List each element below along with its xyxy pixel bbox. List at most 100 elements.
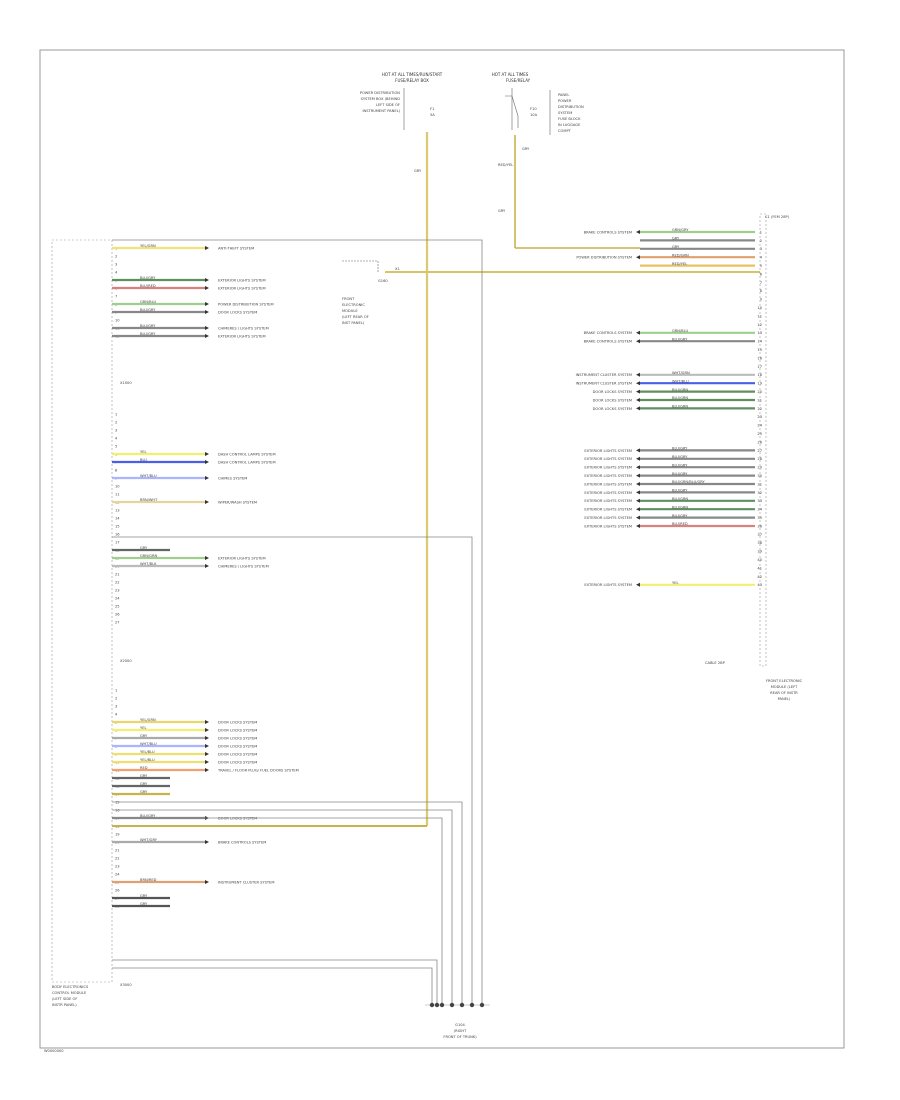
left-pin-row: 26 [115, 612, 120, 616]
right-wire-color: BLU/GRY [672, 463, 688, 467]
right-fuse-rating: 10A [530, 113, 538, 117]
left-pin-number: 21 [115, 572, 120, 576]
left-pin-row: 2 [115, 696, 117, 700]
left-wire-color: BLU/GRY [140, 324, 156, 328]
right-pin-destination: EXTERIOR LIGHTS SYSTEM [584, 466, 632, 470]
left-wire-color: YEL/BLU [140, 758, 155, 762]
left-wire-color: GRY [140, 894, 148, 898]
left-pin-row: 25 [115, 604, 120, 608]
left-wire-color: GRY [140, 790, 148, 794]
right-pin-number: 26 [757, 440, 762, 444]
left-pin-destination: EXTERIOR LIGHTS SYSTEM [218, 334, 266, 338]
top-left-label-line: LEFT SIDE OF [376, 103, 400, 107]
left-pin-row: 23 [115, 864, 120, 868]
right-module-label-line: REAR OF INSTR [770, 691, 798, 695]
left-arrow-icon [205, 760, 209, 764]
right-wire-color: GRN/GRY [672, 228, 689, 232]
right-arrow-icon [636, 389, 640, 394]
right-pin-number: 20 [757, 390, 762, 394]
right-wire-color: BLU/GRY [672, 514, 688, 518]
ground-terminal-icon [459, 1002, 465, 1008]
left-arrow-icon [205, 744, 209, 748]
right-arrow-icon [636, 515, 640, 520]
left-pin-destination: DOOR LOCKS SYSTEM [218, 752, 257, 756]
left-pin-row: 18GRY [112, 546, 170, 552]
left-pin-row: 24 [115, 596, 120, 600]
right-pin-row: 25 [757, 432, 762, 436]
top-right-feed-label: RED/YEL [498, 163, 513, 167]
left-arrow-icon [205, 278, 209, 282]
left-pin-row: 13 [115, 508, 120, 512]
top-right-feed-label: GRY [522, 147, 530, 151]
right-pin-number: 39 [757, 550, 762, 554]
ground-terminal-icon [439, 1002, 445, 1008]
diagram-border [39, 49, 845, 1049]
left-pin-destination: DOOR LOCKS SYSTEM [218, 744, 257, 748]
right-wire-color: BLU/GRN [672, 505, 688, 509]
top-left-label-line: POWER DISTRIBUTION [360, 91, 400, 95]
right-pin-row: 10 [757, 306, 762, 310]
left-pin-destination: CHIMERES / LIGHTS SYSTEM [218, 564, 269, 568]
middle-connector-label-line: INST PANEL) [342, 321, 365, 325]
left-module-box [51, 239, 113, 983]
left-pin-number: 21 [115, 848, 120, 852]
left-pin-number: 16 [115, 532, 120, 536]
middle-connector: G160 X1 FRONT ELECTRONIC MODULE (LEFT RE… [342, 260, 400, 325]
right-wire-color: BLU/GRY [672, 447, 688, 451]
right-pin-number: 27 [757, 449, 762, 453]
left-pin-number: 24 [115, 596, 120, 600]
right-wire-color: BLU/GRN/BLU/GRY [672, 480, 705, 484]
right-wire-color: BLU/RED [672, 522, 688, 526]
right-pin-row: 12 [757, 323, 762, 327]
left-pin-row: 15 [115, 524, 120, 528]
left-pin-number: 3 [115, 428, 117, 432]
left-pin-number: 4 [115, 712, 118, 716]
left-wire-color: BLU [140, 458, 147, 462]
right-arrow-icon [636, 398, 640, 402]
left-pin-number: 14 [115, 516, 120, 520]
right-pin-number: 37 [757, 533, 762, 537]
right-module-header: C1 (FEM 28P) [765, 215, 790, 219]
left-wire-color: WHT/BLU [140, 474, 157, 478]
left-pin-row: 1 [115, 412, 117, 416]
left-wire-color: RED [140, 766, 148, 770]
left-pin-destination: DOOR LOCKS SYSTEM [218, 310, 257, 314]
left-pin-row: 3 [115, 704, 117, 708]
left-group-label: X2000 [120, 659, 132, 663]
middle-connector-label-line: FRONT [342, 297, 355, 301]
right-pin-number: 11 [757, 314, 762, 318]
right-wire-color: BLU/GRN [672, 388, 688, 392]
left-pin-row: 27 [115, 620, 120, 624]
left-wire-color: GRY [140, 774, 148, 778]
right-module-label-line: PANEL) [778, 697, 791, 701]
top-left-label-line: FUSE/RELAY BOX [395, 78, 429, 83]
right-pin-row: 7 [760, 281, 762, 285]
left-pin-number: 7 [115, 294, 117, 298]
left-wire-color: WHT/GRY [140, 838, 158, 842]
left-pin-row: 4 [115, 712, 118, 716]
left-pin-number: 25 [115, 604, 120, 608]
right-pin-number: 35 [757, 516, 762, 520]
right-pin-number: 28 [757, 457, 762, 461]
left-arrow-icon [205, 564, 209, 568]
left-pin-row: 16 [115, 532, 120, 536]
right-pin-number: 33 [757, 499, 762, 503]
left-arrow-icon [205, 500, 209, 504]
right-pin-number: 15 [757, 348, 762, 352]
left-wire-color: BLU/GRY [140, 308, 156, 312]
right-pin-row: 17 [757, 365, 762, 369]
